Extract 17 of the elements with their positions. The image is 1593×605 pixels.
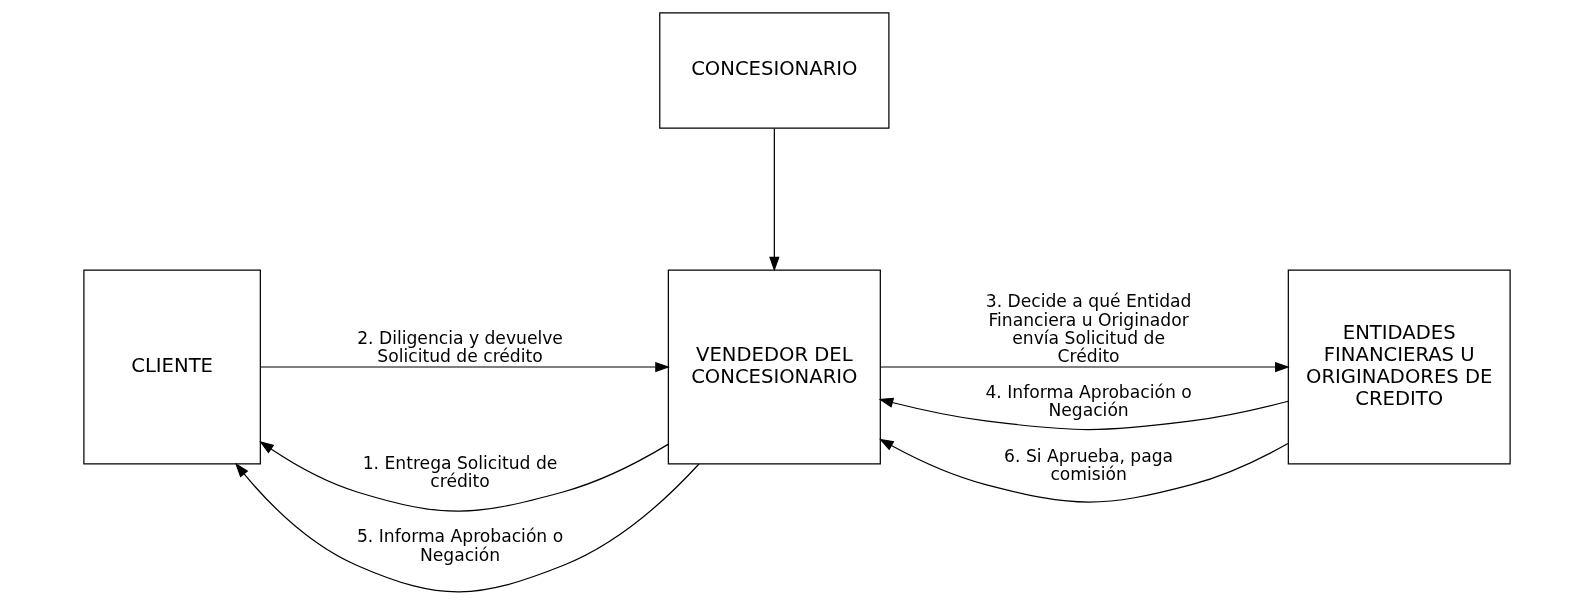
node-box: VENDEDOR DEL CONCESIONARIO [667,269,881,465]
edge-label: 3. Decide a qué Entidad Financiera u Originador envía Solicitud de Crédito [985,291,1191,367]
arrow [878,438,1289,503]
arrow [258,440,669,512]
edge-label: 1. Entrega Solicitud de crédito [362,452,557,492]
arrow [259,361,670,373]
arrow [878,397,1289,431]
node-box: ENTIDADES FINANCIERAS U ORIGINADORES DE CREDITO [1287,269,1511,465]
edge-label: 2. Diligencia y devuelve Solicitud de crédito [356,327,563,367]
arrow [879,361,1290,373]
edge-label: 4. Informa Aprobación o Negación [984,381,1192,421]
node-box: CLIENTE [82,269,261,465]
arrow [768,127,779,272]
node-box: CONCESIONARIO [658,12,889,129]
arrow [234,462,700,593]
edge-label: 6. Si Aprueba, paga comisión [1003,445,1173,484]
edge-label: 5. Informa Aprobación o Negación [356,526,563,565]
